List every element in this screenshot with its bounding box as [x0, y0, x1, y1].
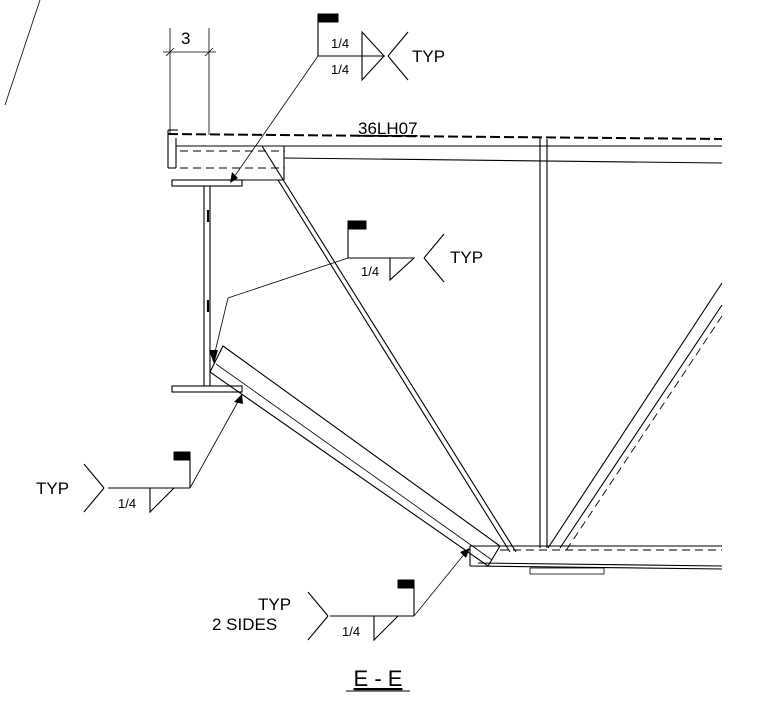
weld-size-top-lower: 1/4	[331, 62, 349, 77]
weld-callout-top: 1/4 1/4 TYP	[230, 13, 445, 183]
weld-note-top: TYP	[412, 47, 445, 66]
weld-note-bottom-line2: 2 SIDES	[212, 615, 277, 634]
joist-label: 36LH07	[358, 119, 418, 138]
joist-bottom-chord	[469, 545, 723, 575]
steel-column	[171, 179, 243, 393]
weld-size-top-upper: 1/4	[331, 36, 349, 51]
weld-note-bottom-line1: TYP	[258, 595, 291, 614]
joist-top-chord	[167, 129, 723, 181]
bearing-diagonal	[209, 345, 501, 567]
dimension-3: 3	[163, 28, 216, 135]
weld-callout-middle: 1/4 TYP	[214, 220, 483, 353]
weld-size-middle: 1/4	[361, 264, 379, 279]
section-title: E - E	[354, 666, 403, 691]
break-line	[4, 0, 41, 106]
weld-callout-bottom: 1/4 TYP 2 SIDES	[212, 548, 470, 642]
dimension-label: 3	[181, 29, 190, 48]
web-members	[261, 138, 723, 553]
weld-size-lower-left: 1/4	[118, 496, 136, 511]
weld-callout-lower-left: 1/4 TYP	[36, 394, 243, 514]
weld-note-lower-left: TYP	[36, 479, 69, 498]
weld-size-bottom: 1/4	[342, 624, 360, 639]
weld-note-middle: TYP	[450, 248, 483, 267]
